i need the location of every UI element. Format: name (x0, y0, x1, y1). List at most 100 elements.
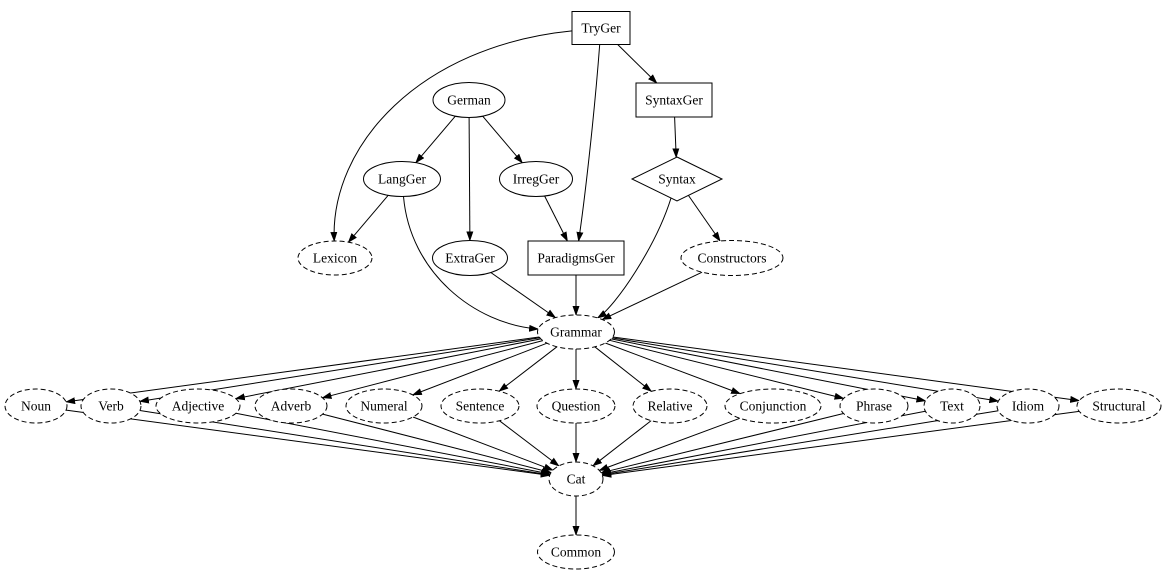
ellipse-shape (996, 388, 1060, 424)
edge-grammar-numeral (411, 342, 548, 396)
edge-sentence-cat (499, 420, 560, 467)
ellipse-shape (923, 388, 981, 424)
edge-german-langger (415, 115, 456, 164)
node-label: Cat (567, 472, 586, 487)
edge-tryger-lexicon (330, 30, 573, 242)
node-relative: Relative (632, 388, 708, 424)
node-label: Relative (648, 399, 693, 414)
node-label: Numeral (360, 399, 407, 414)
node-label: Lexicon (313, 251, 357, 266)
edge-tryger-paradigmsger (576, 44, 601, 242)
node-label: Sentence (456, 399, 505, 414)
node-grammar: Grammar (537, 314, 615, 350)
node-cat: Cat (548, 461, 604, 497)
ellipse-shape (432, 240, 508, 276)
node-text: Text (923, 388, 981, 424)
node-sentence: Sentence (440, 388, 520, 424)
node-syntax: Syntax (630, 156, 724, 202)
ellipse-shape (4, 388, 68, 424)
node-label: Grammar (550, 325, 602, 340)
node-label: TryGer (581, 21, 621, 36)
edge-grammar-structural (612, 336, 1081, 403)
node-label: Conjunction (740, 399, 807, 414)
edge-irregger-paradigmsger (544, 195, 568, 242)
edge-langger-grammar (403, 196, 540, 332)
node-adverb: Adverb (254, 388, 328, 424)
edge-syntax-constructors (687, 195, 721, 242)
edge-constructors-grammar (601, 271, 703, 321)
ellipse-shape (297, 240, 373, 276)
edge-relative-cat (592, 420, 652, 467)
edge-adjective-cat (235, 412, 552, 476)
node-numeral: Numeral (345, 388, 423, 424)
ellipse-shape (548, 461, 604, 497)
ellipse-shape (1076, 388, 1162, 424)
edge-structural-cat (601, 410, 1080, 478)
node-idiom: Idiom (996, 388, 1060, 424)
node-tryger: TryGer (571, 11, 631, 45)
node-label: ParadigmsGer (537, 251, 615, 266)
ellipse-shape (724, 388, 822, 424)
edge-adverb-cat (322, 413, 552, 474)
node-conjunction: Conjunction (724, 388, 822, 424)
node-irregger: IrregGer (499, 161, 573, 197)
node-label: Adverb (271, 399, 312, 414)
box-shape (571, 11, 631, 45)
node-label: ExtraGer (445, 251, 495, 266)
edge-grammar-sentence (498, 346, 558, 392)
edge-syntax-grammar (596, 197, 672, 319)
edge-german-irregger (482, 115, 523, 164)
edge-grammar-relative (594, 346, 653, 392)
ellipse-shape (536, 388, 616, 424)
node-label: SyntaxGer (645, 93, 703, 108)
ellipse-shape (363, 161, 441, 197)
node-label: Adjective (172, 399, 224, 414)
edge-langger-lexicon (347, 194, 389, 243)
box-shape (527, 240, 625, 276)
box-shape (635, 82, 713, 118)
ellipse-shape (155, 388, 241, 424)
ellipse-shape (499, 161, 573, 197)
node-label: Constructors (698, 251, 767, 266)
node-common: Common (537, 534, 615, 570)
diamond-shape (630, 156, 724, 202)
node-structural: Structural (1076, 388, 1162, 424)
ellipse-shape (80, 388, 142, 424)
node-label: Text (940, 399, 964, 414)
ellipse-shape (839, 388, 909, 424)
edge-grammar-adverb (321, 340, 543, 399)
edge-extrager-grammar (490, 272, 557, 319)
node-german: German (432, 82, 506, 118)
node-adjective: Adjective (155, 388, 241, 424)
node-label: Noun (21, 399, 51, 414)
node-verb: Verb (80, 388, 142, 424)
edge-grammar-noun (65, 336, 540, 405)
node-label: Structural (1092, 399, 1145, 414)
edge-idiom-cat (601, 410, 999, 477)
node-syntaxger: SyntaxGer (635, 82, 713, 118)
node-noun: Noun (4, 388, 68, 424)
edge-grammar-idiom (612, 337, 1000, 404)
edge-conjunction-cat (598, 417, 740, 471)
edge-phrase-cat (600, 413, 844, 475)
edge-grammar-phrase (609, 339, 845, 400)
node-label: Verb (98, 399, 124, 414)
edge-noun-cat (66, 409, 551, 478)
node-question: Question (536, 388, 616, 424)
node-lexicon: Lexicon (297, 240, 373, 276)
node-constructors: Constructors (680, 240, 784, 276)
node-label: Idiom (1012, 399, 1045, 414)
ellipse-shape (680, 240, 784, 276)
node-label: LangGer (378, 172, 426, 187)
ellipse-shape (254, 388, 328, 424)
node-label: Question (552, 399, 601, 414)
node-label: Common (551, 545, 602, 560)
node-label: Syntax (658, 172, 696, 187)
ellipse-shape (632, 388, 708, 424)
node-label: Phrase (856, 399, 892, 414)
edge-german-extrager (466, 117, 474, 242)
ellipse-shape (537, 314, 615, 350)
